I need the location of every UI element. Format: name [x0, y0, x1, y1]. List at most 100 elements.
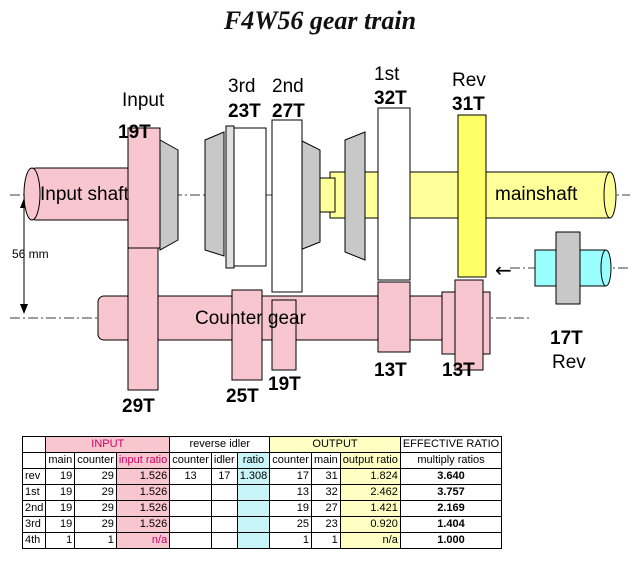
cell-idler-counter — [169, 484, 212, 501]
label-third-teeth: 23T — [228, 101, 261, 122]
cell-gear: 3rd — [21, 516, 47, 533]
header-effective-ratio: EFFECTIVE RATIO — [399, 436, 503, 453]
cell-input-ratio: 1.526 — [115, 468, 171, 485]
diagram-title: F4W56 gear train — [223, 6, 417, 35]
subheader-out-counter: counter — [269, 452, 312, 469]
cell-idler — [210, 500, 238, 517]
cell-output-ratio: 1.421 — [339, 500, 401, 517]
cell-out-main: 32 — [310, 484, 341, 501]
cell-main: 19 — [45, 484, 76, 501]
cell-out-main: 1 — [310, 532, 341, 549]
cell-input-ratio: 1.526 — [115, 500, 171, 517]
label-cg-input-teeth: 29T — [122, 396, 155, 417]
cell-input-ratio: 1.526 — [115, 484, 171, 501]
cell-main: 19 — [45, 468, 76, 485]
cell-idler-ratio: 1.308 — [236, 468, 271, 485]
idler-arrow: ← — [495, 258, 512, 282]
subheader-counter: counter — [74, 452, 117, 469]
header-input: INPUT — [45, 436, 171, 453]
table-sub-header-row: main counter input ratio counter idler r… — [21, 452, 503, 469]
cell-effective: 3.757 — [399, 484, 503, 501]
label-input-shaft: Input shaft — [40, 184, 129, 205]
cell-gear: 4th — [21, 532, 47, 549]
cell-out-main: 23 — [310, 516, 341, 533]
subheader-input-ratio: input ratio — [115, 452, 171, 469]
cell-idler-counter — [169, 516, 212, 533]
cell-out-main: 31 — [310, 468, 341, 485]
synchro-hubs — [159, 131, 366, 261]
label-cg-rev-teeth: 13T — [442, 360, 475, 381]
cell-output-ratio: 1.824 — [339, 468, 401, 485]
subheader-multiply: multiply ratios — [399, 452, 503, 469]
third-gear — [231, 127, 267, 267]
counter-gear-body — [97, 239, 491, 391]
cell-counter: 29 — [74, 516, 117, 533]
table-group-header-row: INPUT reverse idler OUTPUT EFFECTIVE RAT… — [21, 436, 503, 453]
first-gear — [377, 107, 411, 281]
cell-out-counter: 1 — [269, 532, 312, 549]
distance-label: 56 mm — [12, 247, 49, 261]
cell-out-counter: 13 — [269, 484, 312, 501]
reverse-gear — [457, 114, 487, 278]
cell-idler — [210, 516, 238, 533]
label-mainshaft: mainshaft — [495, 184, 578, 205]
cell-counter: 29 — [74, 500, 117, 517]
cell-gear: 2nd — [21, 500, 47, 517]
cell-effective: 1.404 — [399, 516, 503, 533]
label-rev-teeth: 31T — [452, 94, 485, 115]
cell-output-ratio: 2.462 — [339, 484, 401, 501]
cell-effective: 1.000 — [399, 532, 503, 549]
gear-ratio-table: INPUT reverse idler OUTPUT EFFECTIVE RAT… — [21, 436, 503, 549]
cell-idler-ratio — [236, 484, 271, 501]
label-third: 3rd — [228, 76, 255, 97]
label-input: Input — [122, 90, 165, 111]
label-first: 1st — [374, 64, 400, 85]
subheader-idler: idler — [210, 452, 238, 469]
cell-out-counter: 19 — [269, 500, 312, 517]
cell-input-ratio: 1.526 — [115, 516, 171, 533]
cell-idler-ratio — [236, 500, 271, 517]
label-input-teeth: 19T — [118, 122, 151, 143]
subheader-idler-ratio: ratio — [236, 452, 271, 469]
header-output: OUTPUT — [269, 436, 401, 453]
cell-idler-counter — [169, 532, 212, 549]
cell-main: 19 — [45, 516, 76, 533]
cell-output-ratio: 0.920 — [339, 516, 401, 533]
cell-output-ratio: n/a — [339, 532, 401, 549]
label-rev: Rev — [452, 70, 486, 91]
cell-counter: 1 — [74, 532, 117, 549]
cell-gear: rev — [21, 468, 47, 485]
cell-idler-ratio — [236, 516, 271, 533]
label-cg-third-teeth: 25T — [226, 386, 259, 407]
label-second: 2nd — [272, 76, 304, 97]
cell-idler-ratio — [236, 532, 271, 549]
cell-gear: 1st — [21, 484, 47, 501]
cell-out-counter: 17 — [269, 468, 312, 485]
gear-train-diagram: 56 mm ← I — [10, 64, 630, 417]
subheader-out-main: main — [310, 452, 341, 469]
cell-input-ratio: n/a — [115, 532, 171, 549]
header-reverse-idler: reverse idler — [169, 436, 271, 453]
cell-out-counter: 25 — [269, 516, 312, 533]
cell-counter: 29 — [74, 484, 117, 501]
label-second-teeth: 27T — [272, 101, 305, 122]
cell-idler-counter — [169, 500, 212, 517]
subheader-output-ratio: output ratio — [339, 452, 401, 469]
cell-effective: 2.169 — [399, 500, 503, 517]
label-idler-rev: Rev — [552, 352, 586, 373]
label-first-teeth: 32T — [374, 88, 407, 109]
cell-out-main: 27 — [310, 500, 341, 517]
cell-main: 1 — [45, 532, 76, 549]
cell-idler — [210, 484, 238, 501]
label-counter-gear: Counter gear — [195, 308, 307, 329]
cell-main: 19 — [45, 500, 76, 517]
input-gear — [127, 127, 161, 249]
subheader-idler-counter: counter — [169, 452, 212, 469]
cell-idler — [210, 532, 238, 549]
